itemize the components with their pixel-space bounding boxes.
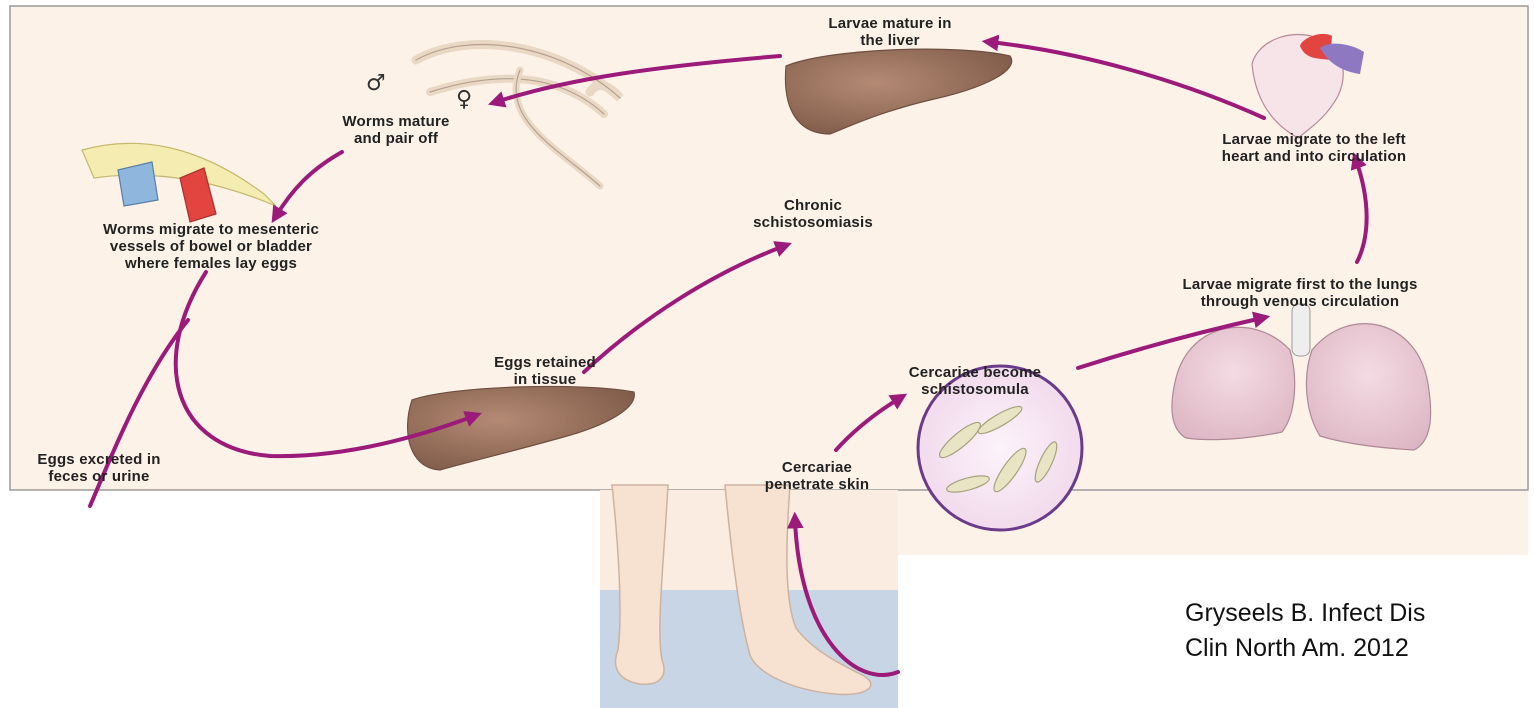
label-line: Cercariae [732,459,902,476]
label-line: through venous circulation [1100,293,1500,310]
label-line: and pair off [296,130,496,147]
label-line: the liver [785,32,995,49]
label-eggs-excreted: Eggs excreted in feces or urine [24,451,174,485]
label-line: Worms migrate to mesenteric [28,221,394,238]
female-symbol: ♀ [456,87,472,112]
label-line: Larvae mature in [785,15,995,32]
label-line: in tissue [440,371,650,388]
label-line: Chronic [713,197,913,214]
label-cercariae-penetrate: Cercariae penetrate skin [732,459,902,493]
label-larvae-migrate-lungs: Larvae migrate first to the lungs throug… [1100,276,1500,310]
label-line: Eggs excreted in [24,451,174,468]
citation-line: Gryseels B. Infect Dis [1185,596,1425,631]
male-symbol: ♂ [366,71,386,96]
label-line: vessels of bowel or bladder [28,238,394,255]
label-eggs-retained: Eggs retained in tissue [440,354,650,388]
label-line: feces or urine [24,468,174,485]
label-line: Eggs retained [440,354,650,371]
citation-line: Clin North Am. 2012 [1185,631,1425,666]
label-line: heart and into circulation [1166,148,1462,165]
citation: Gryseels B. Infect Dis Clin North Am. 20… [1185,596,1425,666]
label-worms-migrate: Worms migrate to mesenteric vessels of b… [28,221,394,272]
label-cercariae-become: Cercariae become schistosomula [870,364,1080,398]
label-line: schistosomiasis [713,214,913,231]
label-larvae-migrate-heart: Larvae migrate to the left heart and int… [1166,131,1462,165]
label-line: Cercariae become [870,364,1080,381]
label-chronic-schistosomiasis: Chronic schistosomiasis [713,197,913,231]
label-line: Worms mature [296,113,496,130]
label-line: Larvae migrate to the left [1166,131,1462,148]
label-worms-mature: Worms mature and pair off [296,113,496,147]
label-line: schistosomula [870,381,1080,398]
label-line: penetrate skin [732,476,902,493]
label-larvae-mature-liver: Larvae mature in the liver [785,15,995,49]
label-line: Larvae migrate first to the lungs [1100,276,1500,293]
label-line: where females lay eggs [28,255,394,272]
